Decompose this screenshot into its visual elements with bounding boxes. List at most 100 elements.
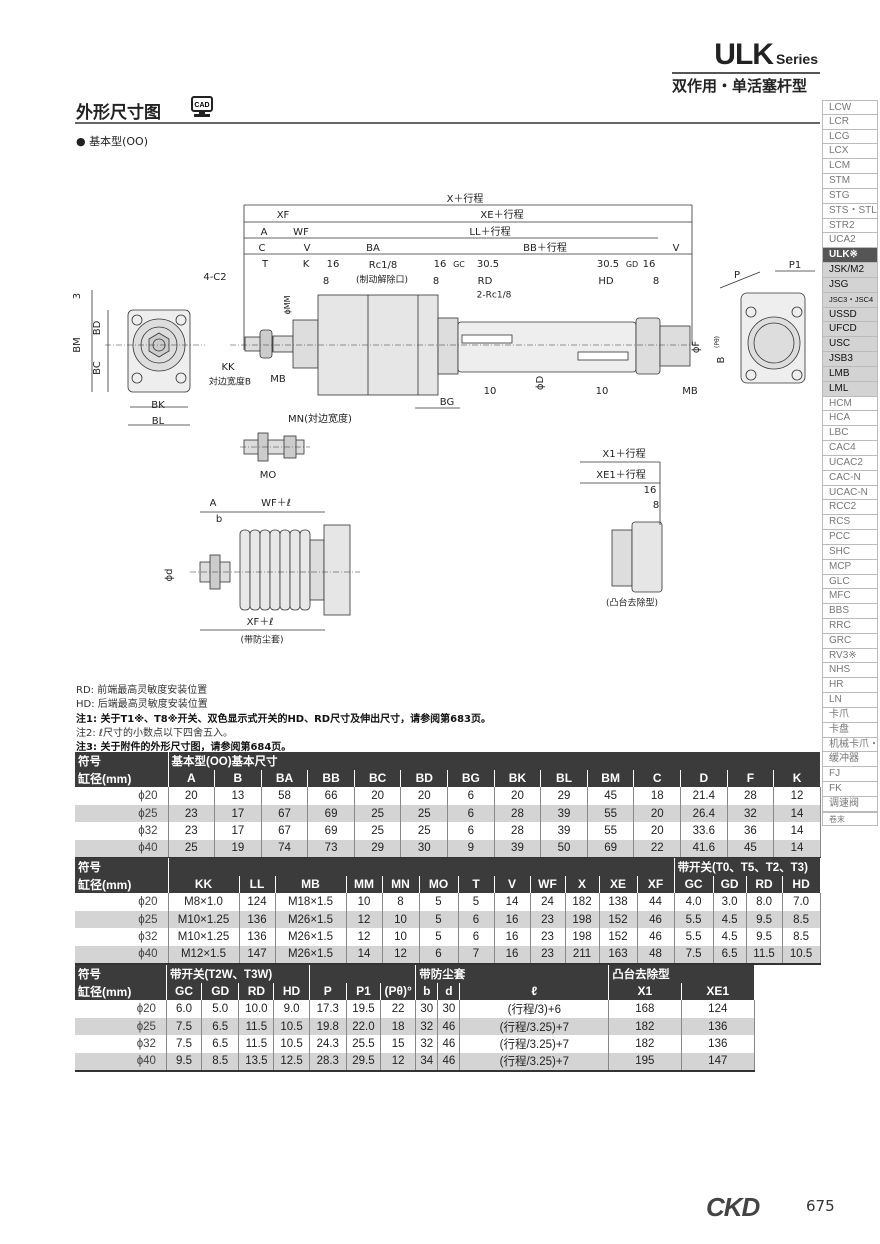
sidebar-item[interactable]: LCG xyxy=(822,129,878,145)
sidebar-item[interactable]: 调速阀 xyxy=(822,796,878,812)
value-cell: 5.5 xyxy=(674,910,714,929)
value-cell: 5 xyxy=(419,928,459,946)
column-header: BM xyxy=(587,769,635,788)
sidebar-item[interactable]: 卡爪 xyxy=(822,707,878,723)
sidebar-item[interactable]: JSG xyxy=(822,277,878,293)
dim-label: 16 xyxy=(642,259,656,270)
sidebar-item[interactable]: SHC xyxy=(822,544,878,560)
ckd-logo: CKD xyxy=(706,1192,760,1222)
sidebar-item[interactable]: FJ xyxy=(822,767,878,783)
value-cell: 10.5 xyxy=(782,945,821,965)
dim-label: K xyxy=(302,259,310,270)
sidebar-item[interactable]: HR xyxy=(822,678,878,694)
sidebar-item[interactable]: RRC xyxy=(822,618,878,634)
sidebar-item[interactable]: HCM xyxy=(822,396,878,412)
value-cell: 12 xyxy=(346,928,383,946)
sidebar-item[interactable]: LML xyxy=(822,381,878,397)
sidebar-item[interactable]: UCAC2 xyxy=(822,455,878,471)
value-cell: 8.5 xyxy=(201,1052,240,1072)
sidebar-item[interactable]: MCP xyxy=(822,559,878,575)
sidebar-item[interactable]: USSD xyxy=(822,307,878,323)
value-cell: 7.5 xyxy=(166,1017,203,1036)
sidebar-item[interactable]: STS・STL xyxy=(822,203,878,219)
cad-icon[interactable]: CAD xyxy=(190,96,214,118)
sidebar-item[interactable]: LCM xyxy=(822,159,878,175)
value-cell: 24 xyxy=(530,893,566,911)
sidebar-item[interactable]: NHS xyxy=(822,663,878,679)
sidebar-item[interactable]: RV3※ xyxy=(822,648,878,664)
dim-label: V xyxy=(672,243,680,254)
sidebar-item[interactable]: MFC xyxy=(822,589,878,605)
dim-label: XE1＋行程 xyxy=(596,470,646,481)
value-cell: 20 xyxy=(354,787,402,805)
sidebar-item[interactable]: LBC xyxy=(822,426,878,442)
symbol-header: 符号 xyxy=(75,858,169,876)
sidebar-item[interactable]: LN xyxy=(822,693,878,708)
sidebar-item[interactable]: LCW xyxy=(822,100,878,115)
sidebar-item[interactable]: JSB3 xyxy=(822,352,878,367)
sidebar-item[interactable]: PCC xyxy=(822,530,878,545)
dim-label: X1＋行程 xyxy=(602,449,646,460)
sidebar-item[interactable]: HCA xyxy=(822,411,878,427)
sidebar-item[interactable]: USC xyxy=(822,337,878,353)
value-cell: 23 xyxy=(168,822,216,840)
sidebar-item-appendix[interactable]: 卷末 xyxy=(822,812,878,826)
sidebar-item[interactable]: STR2 xyxy=(822,218,878,234)
dim-label: Rc1/8 xyxy=(368,260,398,271)
value-cell: 67 xyxy=(261,822,309,840)
sidebar-item[interactable]: STM xyxy=(822,174,878,189)
sidebar-item[interactable]: LCX xyxy=(822,144,878,160)
sidebar-item[interactable]: UCA2 xyxy=(822,233,878,249)
value-cell: 12 xyxy=(382,945,420,965)
bore-cell: ϕ40 xyxy=(75,1052,167,1072)
sidebar-item[interactable]: GLC xyxy=(822,574,878,590)
page-number: 675 xyxy=(806,1197,835,1215)
sidebar-item[interactable]: RCS xyxy=(822,515,878,531)
column-header: RD xyxy=(746,875,783,894)
sidebar-item[interactable]: JSC3・JSC4 xyxy=(822,292,878,308)
column-header: MN xyxy=(382,875,420,894)
sidebar-item[interactable]: BBS xyxy=(822,604,878,619)
sidebar-item[interactable]: 缓冲器 xyxy=(822,752,878,768)
column-header: MM xyxy=(346,875,383,894)
sidebar-item[interactable]: LCR xyxy=(822,114,878,130)
sidebar-item[interactable]: STG xyxy=(822,188,878,204)
sidebar-item[interactable]: 卡盘 xyxy=(822,722,878,738)
sidebar-item[interactable]: FK xyxy=(822,782,878,797)
value-cell: 14 xyxy=(773,804,821,823)
value-cell: 46 xyxy=(437,1052,461,1072)
value-cell: 5.5 xyxy=(674,928,714,946)
sidebar-item[interactable]: UFCD xyxy=(822,322,878,338)
sidebar-item[interactable]: CAC-N xyxy=(822,470,878,486)
group-header: 带防尘套 xyxy=(415,965,610,983)
sidebar-item[interactable]: UCAC-N xyxy=(822,485,878,501)
column-header: d xyxy=(437,982,461,1001)
value-cell: M18×1.5 xyxy=(275,893,347,911)
dim-label: X＋行程 xyxy=(446,194,484,205)
column-header: A xyxy=(168,769,216,788)
sidebar-item[interactable]: CAC4 xyxy=(822,441,878,456)
sidebar-item[interactable]: JSK/M2 xyxy=(822,263,878,278)
sidebar-item[interactable]: LMB xyxy=(822,366,878,382)
value-cell: 18 xyxy=(380,1017,417,1036)
sidebar-item[interactable]: GRC xyxy=(822,633,878,649)
value-cell: 9.5 xyxy=(746,910,783,929)
value-cell: 48 xyxy=(637,945,675,965)
dim-label: 4-C2 xyxy=(203,272,227,283)
dim-label: 16 xyxy=(643,485,657,496)
sidebar-item[interactable]: ULK※ xyxy=(822,248,878,264)
dim-label: (带防尘套) xyxy=(240,635,284,646)
dim-label: T xyxy=(261,259,269,270)
value-cell: 211 xyxy=(565,945,600,965)
dim-label: GD xyxy=(625,260,639,269)
sidebar-item[interactable]: 机械卡爪・卡盘 xyxy=(822,737,878,753)
value-cell: 8 xyxy=(382,893,420,911)
dim-label: 10 xyxy=(483,386,497,397)
column-header: MB xyxy=(275,875,347,894)
sidebar-item[interactable]: RCC2 xyxy=(822,500,878,516)
